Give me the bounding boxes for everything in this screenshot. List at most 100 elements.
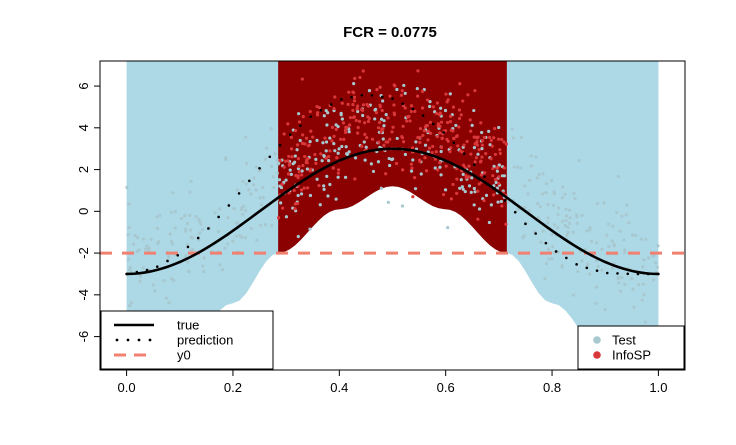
test-point (565, 233, 569, 237)
series-prediction-dot (401, 102, 405, 106)
series-prediction-dot (585, 266, 589, 270)
test-point (132, 242, 136, 246)
infosp-point (483, 171, 487, 175)
test-point (395, 87, 399, 92)
infosp-point (317, 184, 321, 188)
infosp-point (402, 140, 406, 144)
test-point (567, 208, 572, 212)
test-point (644, 237, 648, 242)
infosp-point (439, 120, 444, 124)
infosp-point (297, 170, 301, 174)
test-point (249, 226, 253, 231)
legend-left-label: y0 (177, 348, 191, 363)
test-point (295, 148, 299, 152)
infosp-point (342, 137, 346, 141)
test-point (272, 185, 276, 190)
series-prediction-dot (278, 143, 282, 147)
test-point (552, 223, 557, 227)
test-point (217, 229, 221, 234)
test-point (133, 233, 137, 238)
test-point (333, 149, 337, 153)
test-point (220, 268, 225, 272)
infosp-point (438, 111, 442, 115)
infosp-point (381, 127, 385, 131)
infosp-point (331, 166, 335, 170)
test-point (428, 100, 432, 104)
y-tick-label: -4 (76, 289, 91, 301)
test-point (623, 251, 627, 255)
series-prediction-dot (565, 256, 568, 260)
test-point (279, 185, 284, 190)
series-prediction-dot (360, 93, 364, 97)
test-point (183, 214, 187, 218)
infosp-point (353, 76, 357, 81)
infosp-point (390, 130, 394, 134)
infosp-point (301, 133, 305, 137)
test-point (240, 235, 244, 239)
test-point (594, 301, 598, 305)
infosp-point (474, 156, 478, 160)
infosp-point (365, 135, 369, 140)
infosp-point (294, 173, 298, 178)
infosp-point (433, 157, 437, 161)
test-point (541, 172, 545, 176)
infosp-point (478, 160, 483, 164)
test-point (640, 298, 644, 302)
test-point (560, 196, 565, 200)
test-point (506, 200, 510, 204)
test-point (169, 210, 173, 214)
test-point (299, 192, 304, 196)
x-tick-label: 0.8 (543, 380, 561, 395)
test-point (536, 201, 540, 206)
infosp-point (309, 167, 313, 171)
test-point (261, 185, 265, 190)
test-point (480, 147, 484, 151)
test-point (173, 210, 178, 214)
test-point (496, 200, 500, 204)
test-point (200, 228, 205, 232)
infosp-point (455, 167, 459, 171)
infosp-point (380, 108, 384, 113)
test-point (484, 193, 489, 197)
test-point (130, 301, 134, 305)
test-point (588, 226, 592, 230)
infosp-point (301, 115, 305, 119)
test-point (409, 169, 414, 173)
test-point (356, 109, 360, 114)
test-point (284, 178, 288, 182)
infosp-point (418, 126, 423, 131)
infosp-point (323, 136, 327, 140)
x-tick-label: 0.0 (118, 380, 136, 395)
test-point (480, 130, 484, 135)
infosp-point (409, 162, 413, 166)
infosp-point (289, 147, 294, 151)
test-point (328, 136, 332, 140)
test-point (403, 91, 407, 95)
test-point (523, 184, 527, 188)
infosp-point (477, 182, 481, 186)
series-prediction-dot (217, 215, 220, 219)
test-point (276, 162, 280, 166)
test-point (606, 222, 611, 226)
test-point (391, 157, 395, 161)
test-point (128, 304, 132, 308)
infosp-point (330, 139, 334, 143)
test-point (344, 145, 348, 149)
infosp-point (494, 177, 498, 182)
test-point (395, 136, 399, 141)
infosp-point (428, 120, 432, 125)
infosp-point (422, 129, 426, 133)
infosp-point (467, 175, 471, 179)
test-point (618, 229, 622, 233)
infosp-point (392, 103, 396, 107)
test-point (563, 192, 567, 196)
test-point (288, 168, 292, 172)
infosp-point (303, 142, 307, 146)
infosp-point (330, 125, 334, 129)
test-point (541, 192, 545, 196)
test-point (241, 212, 245, 216)
infosp-point (388, 94, 392, 98)
test-point (477, 207, 482, 211)
infosp-point (286, 159, 290, 163)
infosp-point (463, 166, 467, 170)
